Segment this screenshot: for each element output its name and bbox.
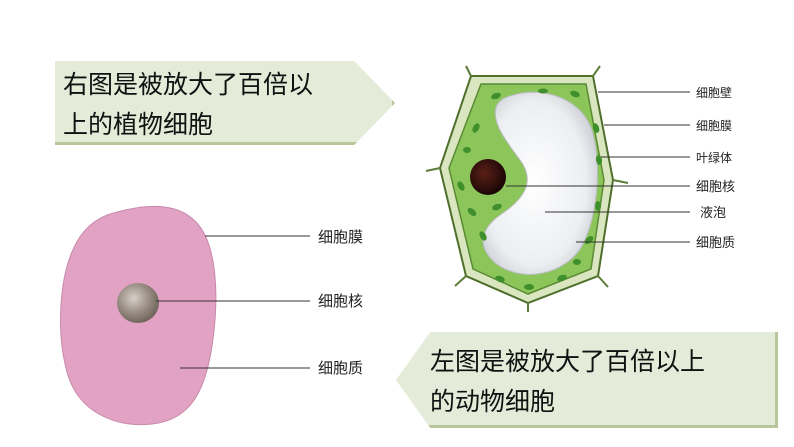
animal-cell-nucleus	[117, 283, 159, 323]
plant-label-nucleus: 细胞核	[696, 180, 735, 195]
plant-cell-chloroplasts	[457, 88, 603, 290]
plant-wall-corner-lines	[425, 65, 629, 312]
plant-label-chloroplast: 叶绿体	[696, 150, 732, 165]
plant-callout-line-1: 右图是被放大了百倍以	[63, 70, 314, 99]
plant-cell-callout: 右图是被放大了百倍以 上的植物细胞	[55, 61, 395, 145]
animal-leader-lines	[156, 235, 310, 369]
plant-cell-nucleus	[470, 159, 506, 195]
animal-label-cell-membrane: 细胞膜	[318, 228, 363, 246]
plant-label-vacuole: 液泡	[700, 206, 726, 221]
plant-label-cell-wall: 细胞壁	[696, 85, 732, 100]
plant-cell-vacuole	[482, 91, 598, 275]
plant-callout-line-2: 上的植物细胞	[63, 110, 214, 139]
animal-callout-line-1: 左图是被放大了百倍以上	[430, 347, 706, 376]
plant-leader-lines	[506, 91, 690, 243]
animal-callout-line-2: 的动物细胞	[430, 387, 556, 416]
animal-cell-callout: 左图是被放大了百倍以上 的动物细胞	[396, 332, 778, 428]
plant-label-cell-membrane: 细胞膜	[696, 119, 732, 133]
plant-cell: 细胞壁 细胞膜 叶绿体 细胞核 液泡 细胞质	[425, 65, 735, 312]
animal-label-cytoplasm: 细胞质	[318, 359, 363, 377]
plant-label-cytoplasm: 细胞质	[696, 236, 735, 251]
animal-cell: 细胞膜 细胞核 细胞质	[60, 205, 363, 426]
animal-label-nucleus: 细胞核	[318, 292, 363, 310]
